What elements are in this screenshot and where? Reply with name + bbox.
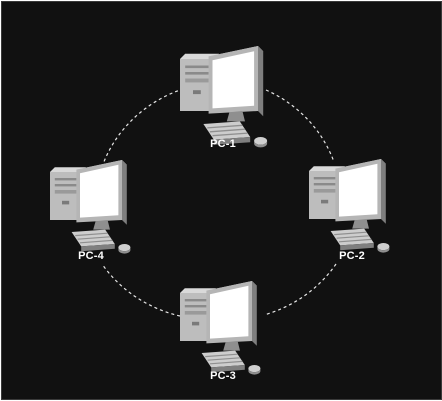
pc1-label: PC-1 bbox=[210, 138, 236, 150]
link-pc2-pc3 bbox=[263, 263, 337, 316]
pc2-label: PC-2 bbox=[339, 250, 365, 262]
desktop-computer-icon[interactable] bbox=[179, 45, 268, 149]
link-pc1-pc2 bbox=[265, 89, 335, 163]
link-pc4-pc1 bbox=[101, 89, 181, 168]
pc3-label: PC-3 bbox=[210, 370, 236, 382]
desktop-computer-icon[interactable] bbox=[179, 280, 261, 376]
pc4-label: PC-4 bbox=[78, 250, 104, 262]
desktop-computer-icon[interactable] bbox=[308, 158, 390, 254]
link-pc3-pc4 bbox=[101, 263, 181, 317]
desktop-computer-icon[interactable] bbox=[49, 159, 132, 255]
